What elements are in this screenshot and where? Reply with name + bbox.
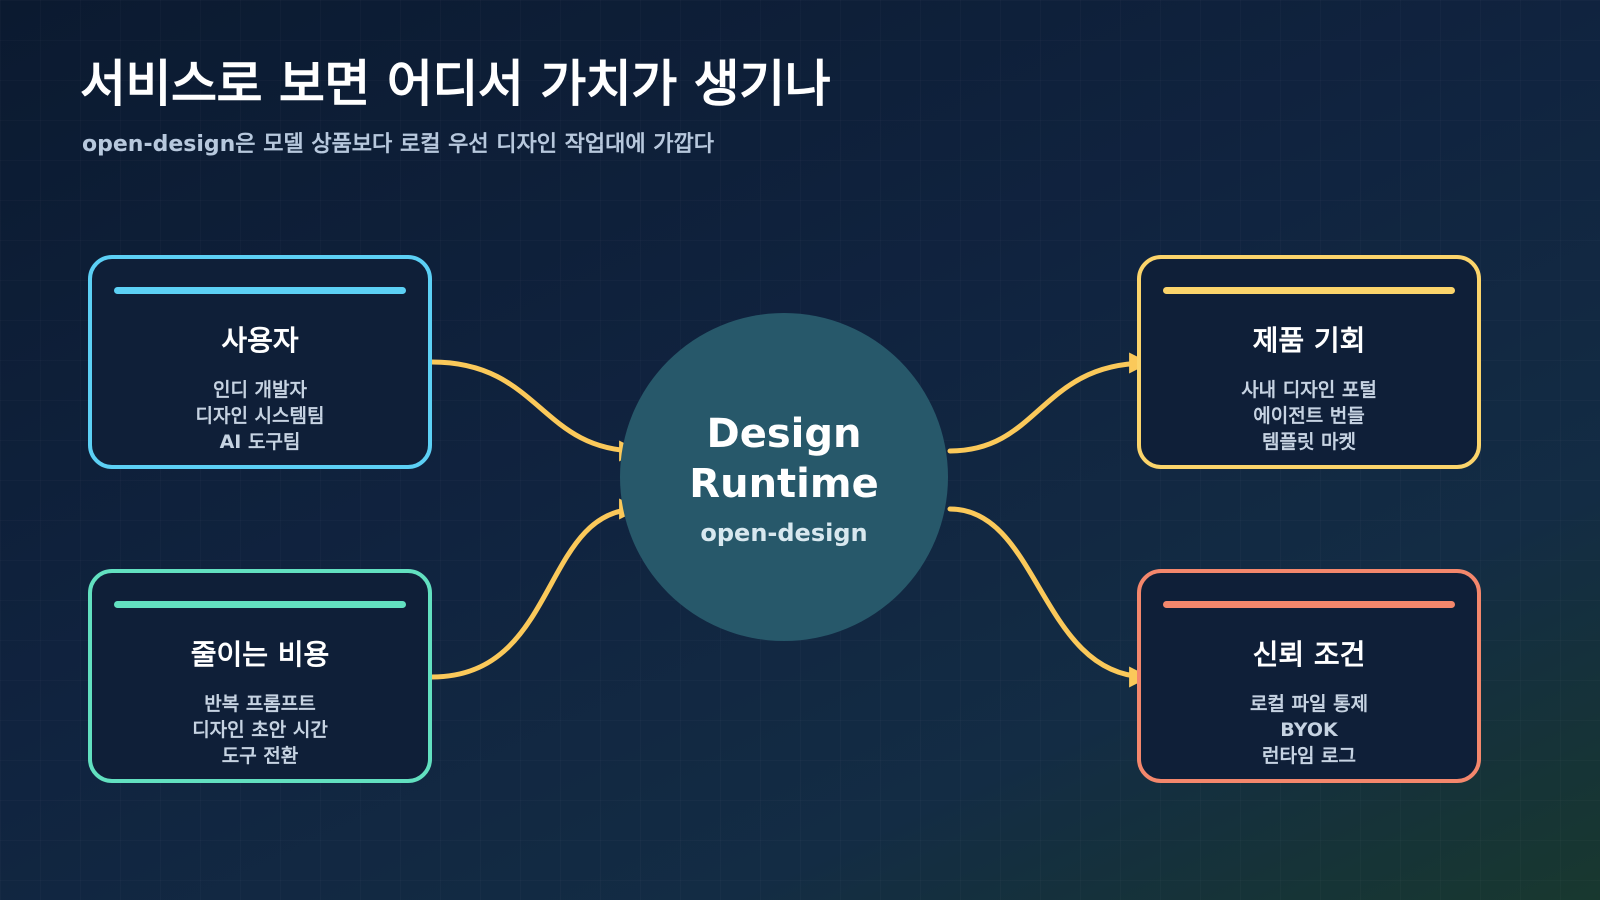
card-line: 템플릿 마켓 [1261, 431, 1356, 453]
card-lines: 사내 디자인 포털 에이전트 번들 템플릿 마켓 [1141, 377, 1477, 455]
card-users: 사용자 인디 개발자 디자인 시스템팀 AI 도구팀 [88, 255, 432, 469]
card-line: 로컬 파일 통제 [1249, 693, 1369, 715]
page-subtitle: open-design은 모델 상품보다 로컬 우선 디자인 작업대에 가깝다 [82, 132, 714, 157]
card-line: 인디 개발자 [212, 379, 307, 401]
card-accent-bar [114, 287, 406, 294]
arrow-cost-to-hub [429, 498, 641, 680]
hub-title-line1: Design [706, 411, 862, 457]
hub-title-line2: Runtime [689, 461, 879, 507]
card-line: 디자인 초안 시간 [192, 719, 328, 741]
hub-subtitle: open-design [700, 519, 868, 547]
card-line: 사내 디자인 포털 [1241, 379, 1377, 401]
card-trust: 신뢰 조건 로컬 파일 통제 BYOK 런타임 로그 [1137, 569, 1481, 783]
page-title: 서비스로 보면 어디서 가치가 생기나 [80, 55, 831, 113]
card-accent-bar [1163, 601, 1455, 608]
hub-circle: Design Runtime open-design [620, 313, 948, 641]
card-product: 제품 기회 사내 디자인 포털 에이전트 번들 템플릿 마켓 [1137, 255, 1481, 469]
card-line: 에이전트 번들 [1253, 405, 1365, 427]
card-lines: 반복 프롬프트 디자인 초안 시간 도구 전환 [92, 691, 428, 769]
card-accent-bar [1163, 287, 1455, 294]
card-line: 반복 프롬프트 [204, 693, 316, 715]
arrow-hub-to-trust [947, 506, 1151, 688]
arrow-hub-to-product [947, 352, 1151, 454]
card-lines: 로컬 파일 통제 BYOK 런타임 로그 [1141, 691, 1477, 769]
card-line: 도구 전환 [221, 745, 299, 767]
card-lines: 인디 개발자 디자인 시스템팀 AI 도구팀 [92, 377, 428, 455]
card-line: 디자인 시스템팀 [195, 405, 325, 427]
card-cost: 줄이는 비용 반복 프롬프트 디자인 초안 시간 도구 전환 [88, 569, 432, 783]
card-line: 런타임 로그 [1261, 745, 1356, 767]
card-line: AI 도구팀 [219, 431, 301, 453]
card-title: 신뢰 조건 [1252, 638, 1366, 671]
card-accent-bar [114, 601, 406, 608]
card-title: 제품 기회 [1252, 324, 1366, 357]
card-title: 사용자 [221, 324, 299, 357]
arrow-users-to-hub [429, 359, 641, 462]
card-title: 줄이는 비용 [190, 638, 330, 671]
card-line: BYOK [1280, 719, 1338, 741]
